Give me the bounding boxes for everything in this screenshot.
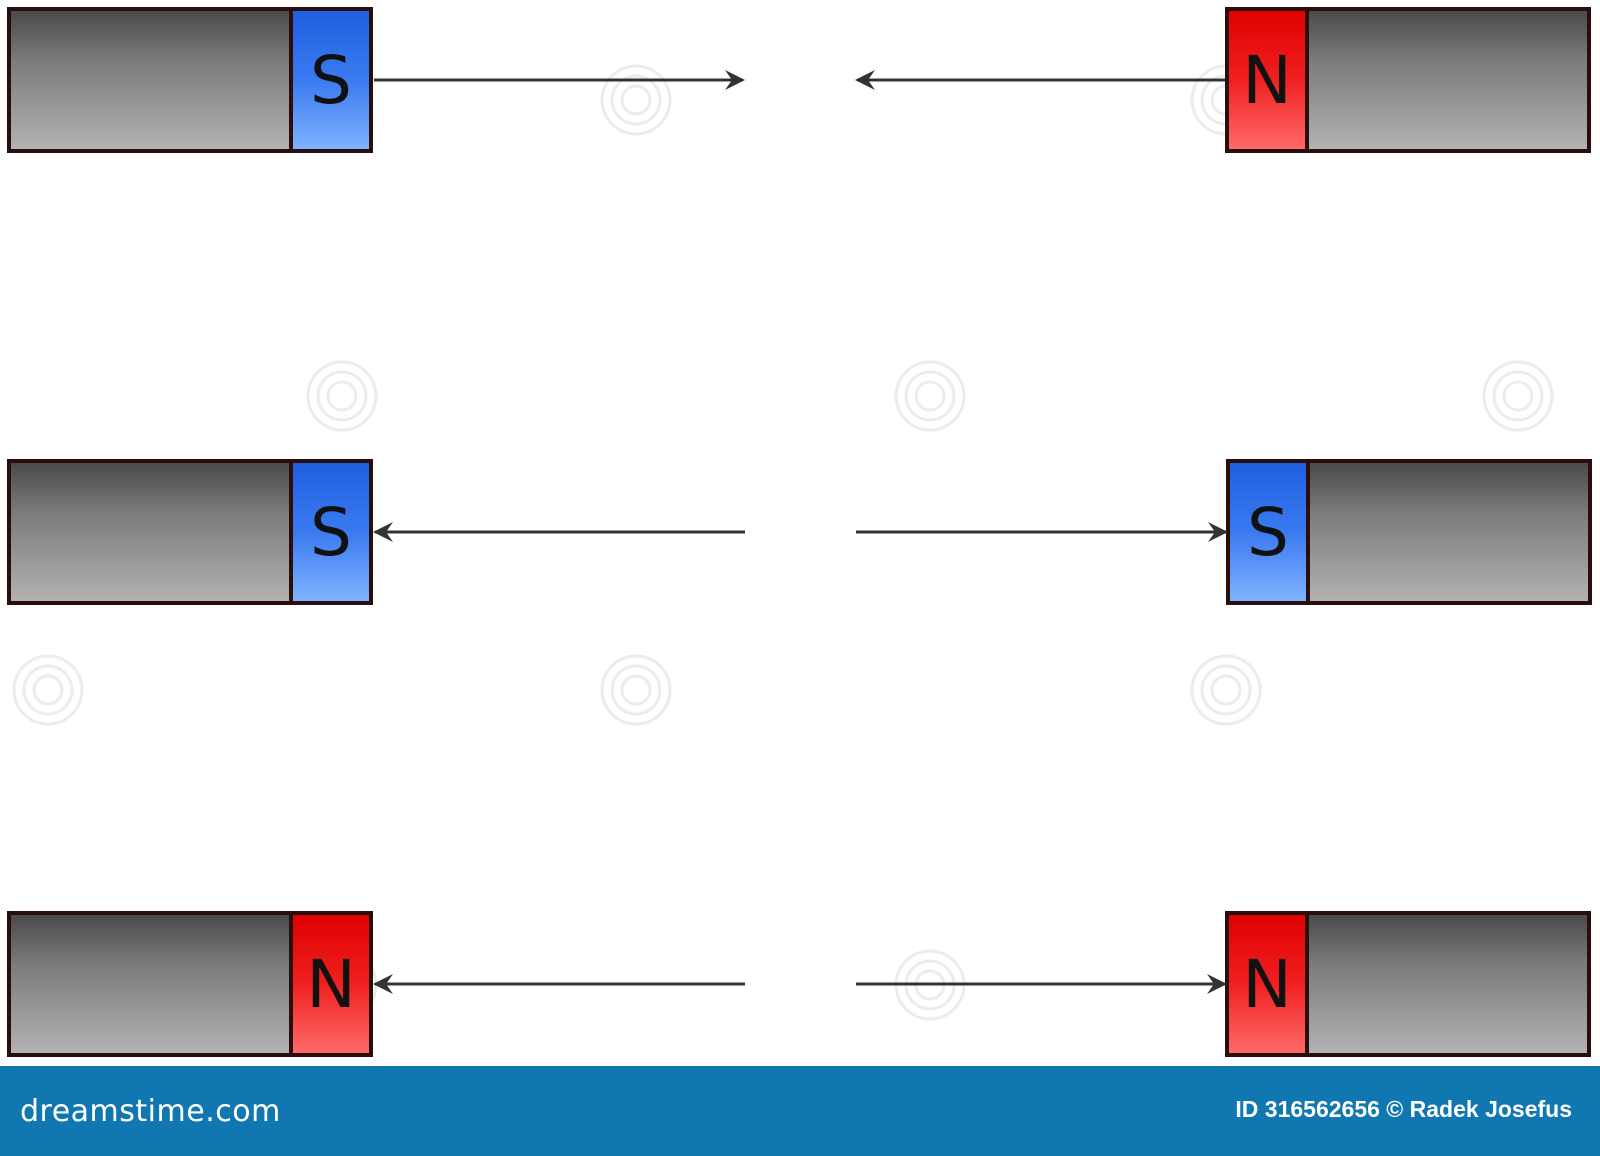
south-pole: S [1230, 463, 1310, 601]
pole-label: N [1242, 41, 1292, 119]
magnet-body [1309, 11, 1587, 149]
magnet-row2-right: S [1226, 459, 1592, 605]
magnet-body [1309, 915, 1587, 1053]
pole-label: S [310, 41, 352, 119]
magnet-body [11, 915, 289, 1053]
north-pole: N [289, 915, 369, 1053]
magnet-body [11, 463, 289, 601]
south-pole: S [289, 463, 369, 601]
magnet-row2-left: S [7, 459, 373, 605]
magnet-body [11, 11, 289, 149]
magnet-row3-left: N [7, 911, 373, 1057]
magnet-row1-right: N [1225, 7, 1591, 153]
pole-label: S [310, 493, 352, 571]
magnet-row1-left: S [7, 7, 373, 153]
pole-label: S [1247, 493, 1289, 571]
image-credit: ID 316562656 © Radek Josefus [1235, 1096, 1572, 1122]
north-pole: N [1229, 11, 1309, 149]
pole-label: N [1242, 945, 1292, 1023]
magnet-body [1310, 463, 1588, 601]
north-pole: N [1229, 915, 1309, 1053]
brand-logo: dreamstime.com [20, 1094, 281, 1129]
footer-bar: dreamstime.com ID 316562656 © Radek Jose… [0, 1066, 1600, 1156]
magnet-row3-right: N [1225, 911, 1591, 1057]
south-pole: S [289, 11, 369, 149]
pole-label: N [306, 945, 356, 1023]
force-arrows [373, 70, 1228, 994]
